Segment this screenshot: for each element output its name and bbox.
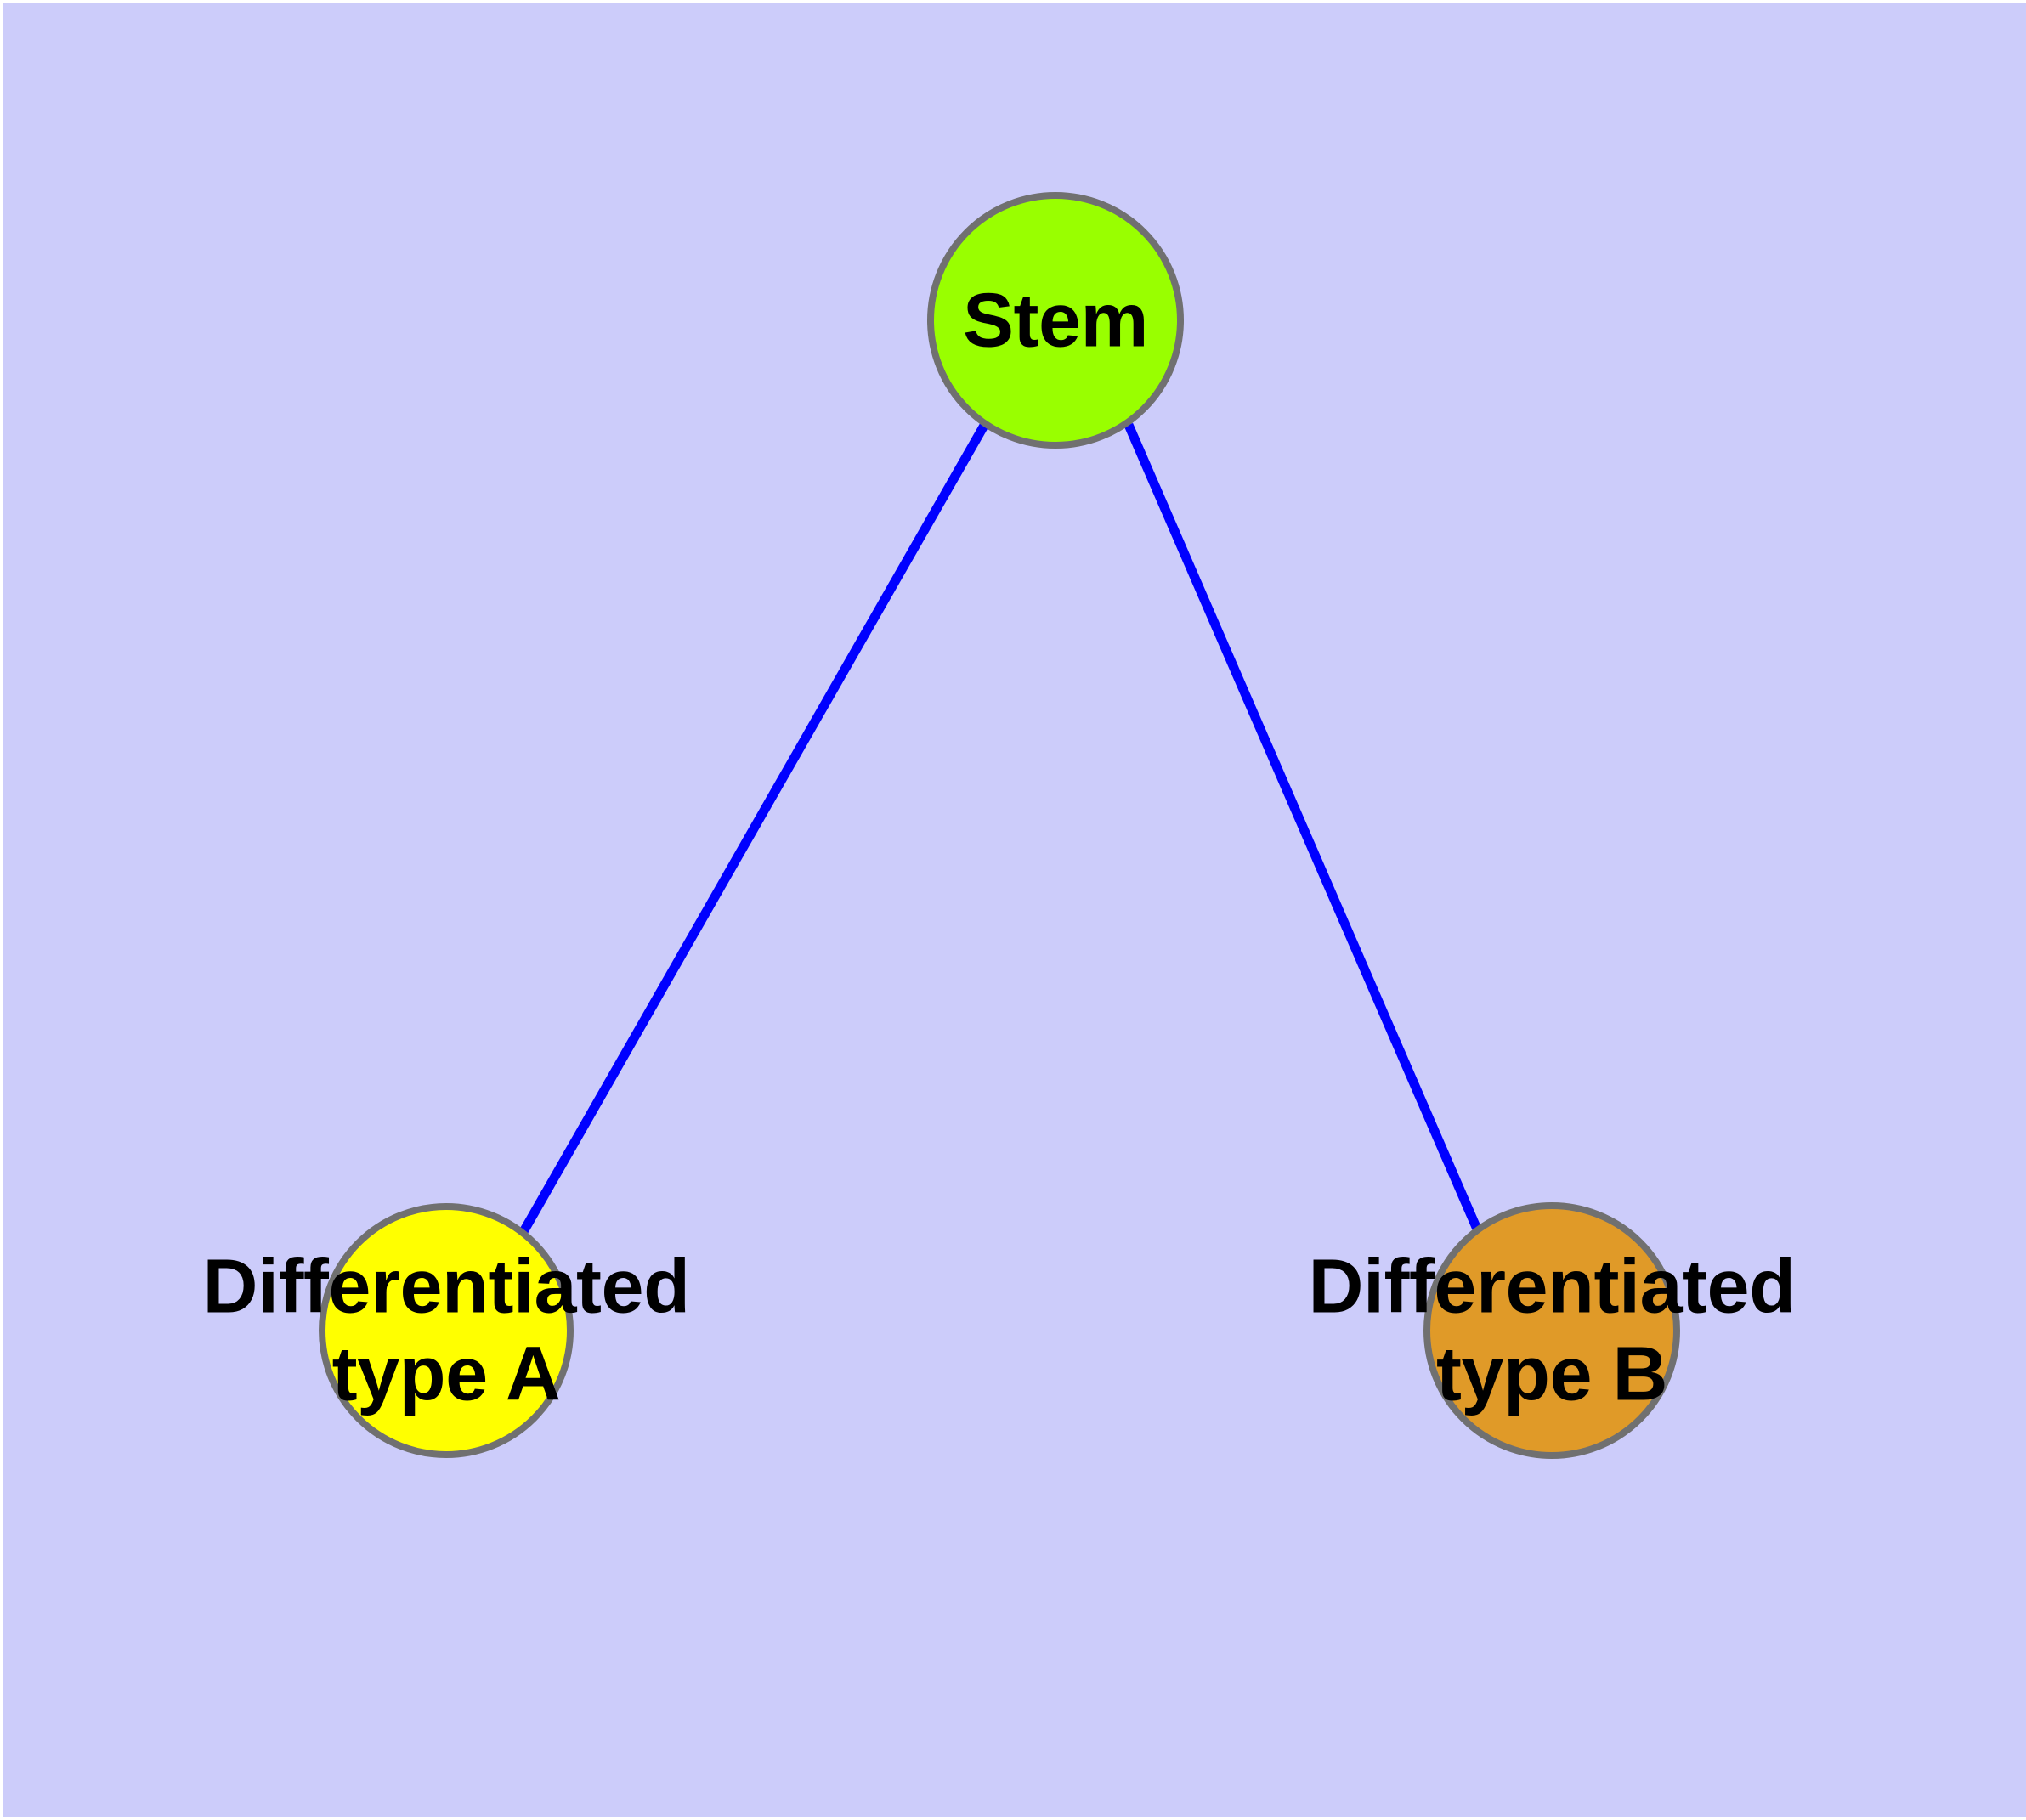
node-layer (319, 192, 1680, 1459)
node-stem[interactable] (927, 192, 1184, 449)
edge-stem-to-diff-b[interactable] (1123, 422, 1486, 1241)
graph-svg (319, 192, 1680, 1459)
edge-stem-to-diff-a[interactable] (514, 421, 989, 1243)
edge-layer (514, 421, 1486, 1243)
node-diff-b[interactable] (1423, 1202, 1680, 1459)
node-diff-a[interactable] (319, 1203, 574, 1458)
